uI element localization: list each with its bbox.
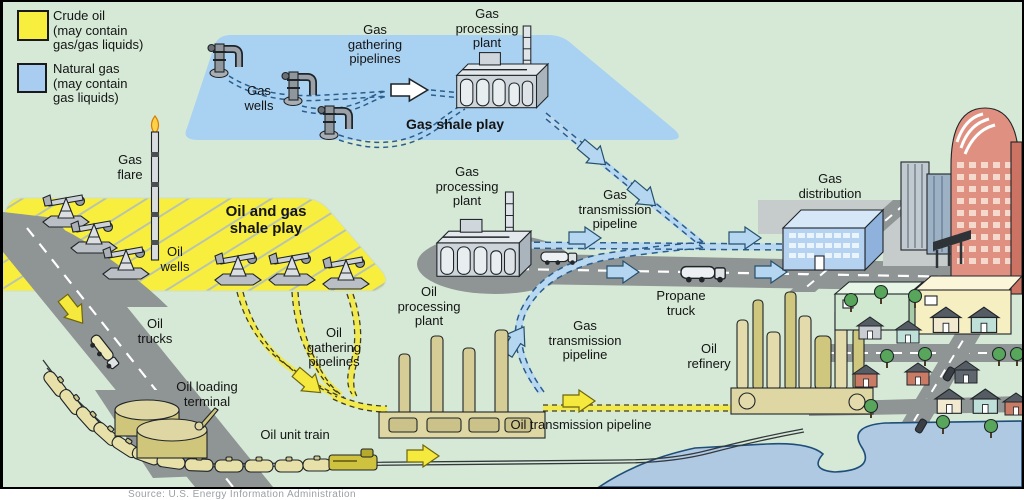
commercial-building-cream (913, 275, 1022, 335)
tank-truck-icon (540, 251, 578, 266)
label-oil-unit-train: Oil unit train (260, 427, 330, 442)
road-centerline (26, 227, 234, 487)
propane-truck-icon (680, 265, 726, 284)
label-oil-processing-plant: Oil processing plant (397, 284, 461, 329)
gas-transmission-pipelines (500, 112, 788, 395)
oil-loading-terminal-icon (114, 399, 219, 459)
label-gas-transmission-pipeline-lower: Gas transmission pipeline (548, 318, 622, 363)
road-centerline3 (802, 203, 906, 291)
gas-shale-play-area (185, 35, 679, 140)
label-gas-gathering-pipelines: Gas gathering pipelines (347, 22, 403, 67)
map-area: Crude oil (may contain gas/gas liquids) … (0, 0, 1024, 489)
legend-crude-oil-label: Crude oil (may contain gas/gas liquids) (53, 8, 144, 53)
label-oil-transmission-pipeline: Oil transmission pipeline (510, 417, 652, 432)
label-oil-gathering-pipelines: Oil gathering pipelines (306, 325, 362, 370)
label-gas-transmission-pipeline-upper: Gas transmission pipeline (578, 187, 652, 232)
scene (3, 25, 1022, 487)
label-gas-processing-plant-top: Gas processing plant (455, 6, 519, 51)
label-gas-shale-play: Gas shale play (405, 116, 505, 132)
red-tower (950, 107, 1020, 287)
oil-unit-train-icon (41, 366, 378, 473)
oil-pipelines (236, 291, 733, 413)
locomotive-icon (328, 448, 378, 471)
oil-processing-plant-icon (378, 329, 546, 439)
label-oil-and-gas-shale-play: Oil and gas shale play (225, 203, 307, 237)
legend-natural-gas-label: Natural gas (may contain gas liquids) (53, 61, 128, 106)
label-gas-distribution: Gas distribution (798, 171, 862, 201)
oil-refinery-icon (730, 291, 874, 415)
label-oil-wells: Oil wells (160, 244, 190, 274)
gas-distribution-building (781, 208, 885, 272)
label-gas-processing-plant-mid: Gas processing plant (435, 164, 499, 209)
gas-flare-icon (150, 115, 160, 261)
label-oil-refinery: Oil refinery (687, 341, 731, 371)
source-line: Source: U.S. Energy Information Administ… (128, 489, 356, 500)
label-oil-trucks: Oil trucks (137, 316, 173, 346)
canopy-icon (933, 230, 971, 268)
label-gas-flare: Gas flare (117, 152, 143, 182)
red-tower-side (1010, 141, 1022, 295)
natural-gas-swatch (17, 63, 47, 93)
road-centerline2 (457, 266, 1022, 280)
label-gas-wells: Gas wells (244, 83, 274, 113)
label-oil-loading-terminal: Oil loading terminal (176, 379, 238, 409)
crude-oil-swatch (17, 10, 49, 41)
label-propane-truck: Propane truck (656, 288, 706, 318)
water (597, 420, 1022, 487)
